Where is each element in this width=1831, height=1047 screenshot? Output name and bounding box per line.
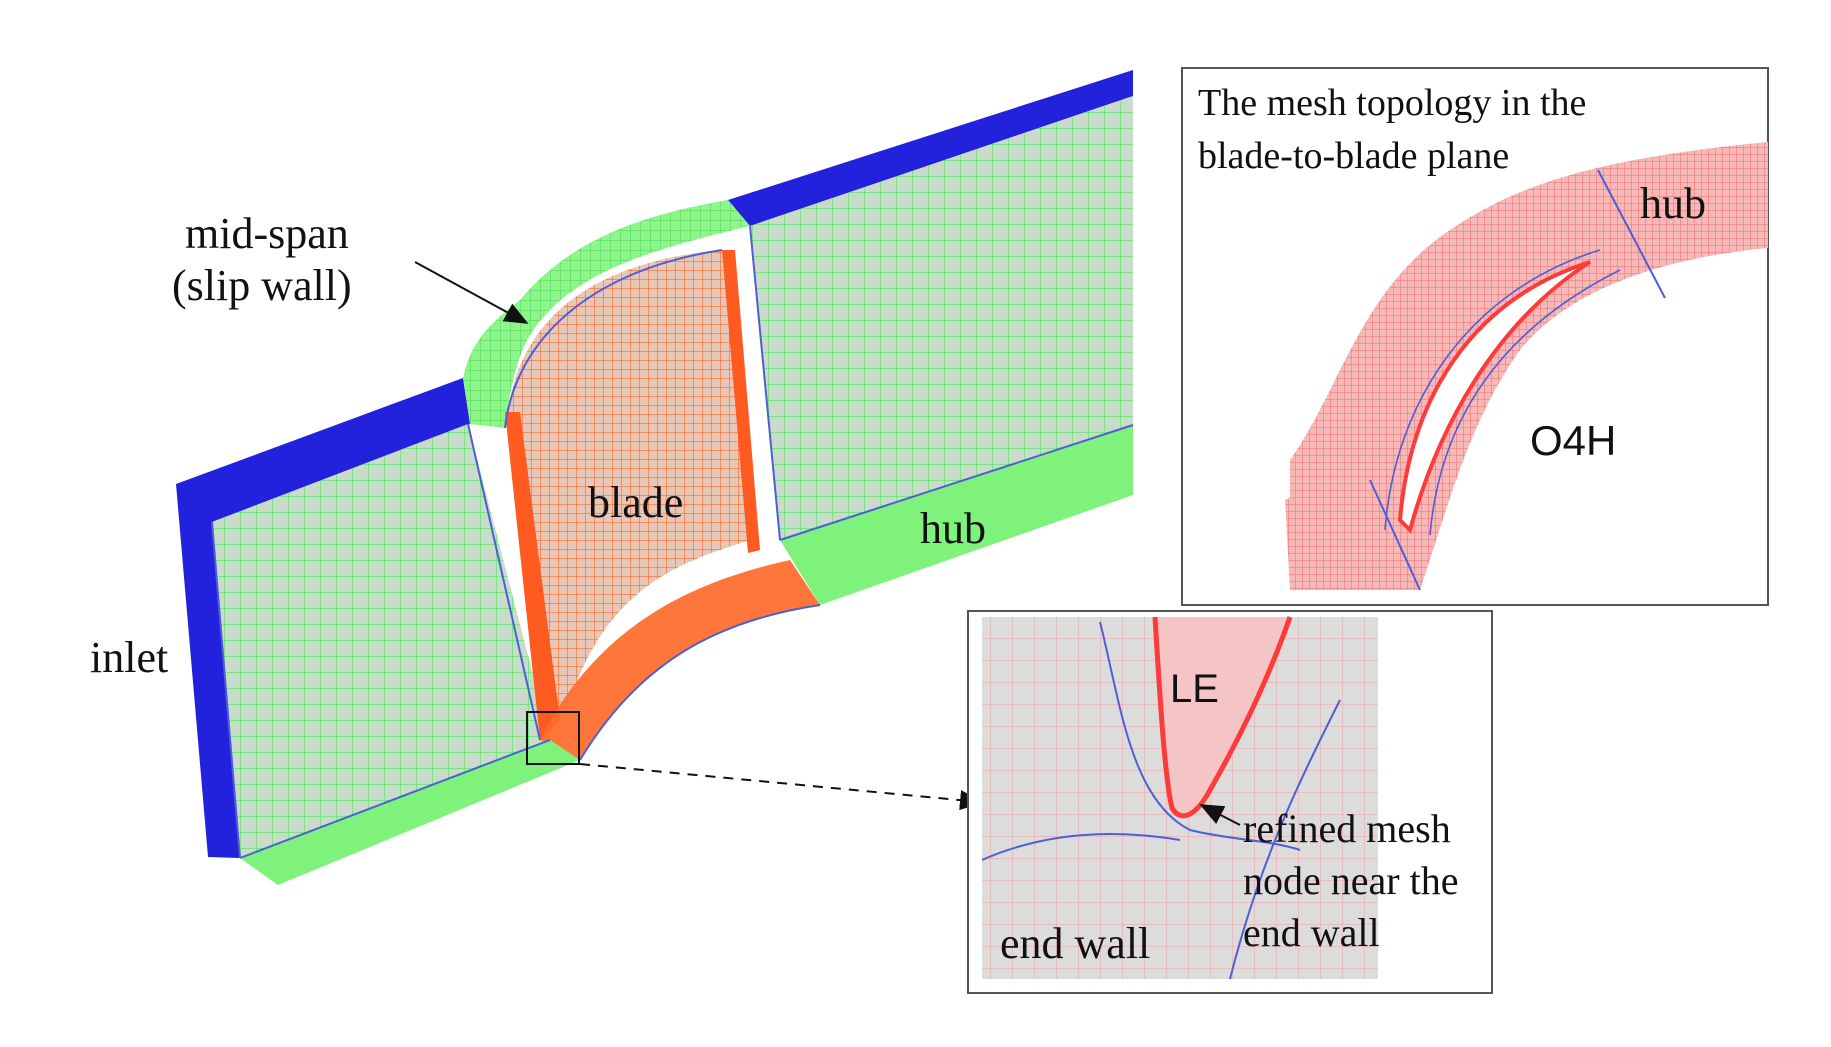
refined-mesh-line1: refined mesh <box>1243 806 1451 851</box>
zoom-connector <box>579 763 984 811</box>
topology-title-line1: The mesh topology in the <box>1198 82 1586 124</box>
blade-surface <box>508 250 750 730</box>
slip-wall-label: (slip wall) <box>172 261 352 310</box>
blade-trailing-edge <box>722 250 760 553</box>
inlet-label: inlet <box>90 633 168 682</box>
passage-inlet-block <box>1285 455 1420 590</box>
refined-mesh-line3: end wall <box>1243 910 1380 955</box>
inlet-face <box>176 378 470 858</box>
blade-leading-edge <box>505 412 560 740</box>
zoom-region-box <box>526 711 580 765</box>
blade-label: blade <box>588 478 683 527</box>
hub-floor-upstream <box>240 740 580 885</box>
refined-mesh-arrow <box>1199 804 1241 826</box>
end-wall-label: end wall <box>1000 919 1150 968</box>
refined-mesh-line2: node near the <box>1243 858 1458 903</box>
mid-span-arrow <box>414 261 529 324</box>
topology-inset: The mesh topology in the blade-to-blade … <box>1181 67 1769 606</box>
zoom-inset: LE refined mesh node near the end wall e… <box>967 610 1493 994</box>
outlet-passage-face <box>750 96 1133 540</box>
hub-label: hub <box>920 504 986 553</box>
blade-section <box>1397 260 1592 534</box>
hub-blade-region <box>540 560 820 760</box>
le-label: LE <box>1170 667 1219 711</box>
topology-title-line2: blade-to-blade plane <box>1198 135 1509 177</box>
topology-hub-label: hub <box>1640 179 1706 228</box>
mid-span-label: mid-span <box>185 209 349 258</box>
outlet-top-face <box>728 70 1133 226</box>
inlet-passage-face <box>212 424 550 858</box>
hub-floor-downstream <box>780 425 1133 605</box>
topology-name-label: O4H <box>1530 417 1616 464</box>
leading-edge-outline <box>1152 616 1293 819</box>
